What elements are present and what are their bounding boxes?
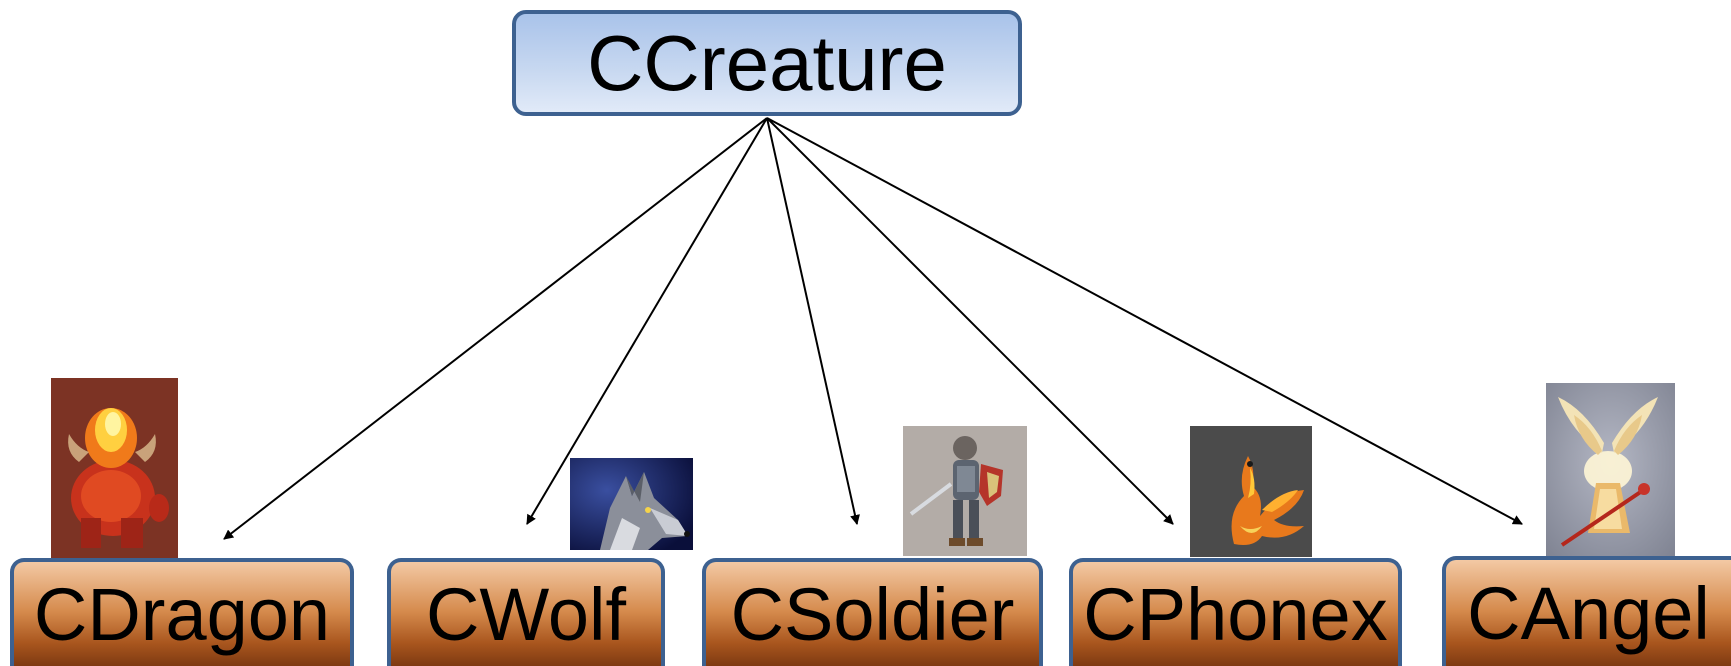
arrow-to-cdragon <box>223 117 768 540</box>
cwolf-label: CWolf <box>425 572 627 656</box>
wolf-icon <box>570 458 693 550</box>
armored-soldier-icon <box>903 426 1027 556</box>
arrow-to-cphonex <box>766 117 1174 525</box>
ccreature-node: CCreature <box>512 10 1022 116</box>
phoenix-icon <box>1190 426 1312 557</box>
ccreature-label: CCreature <box>587 18 947 107</box>
arrow-to-cwolf <box>526 117 768 525</box>
cangel-label: CAngel <box>1467 571 1710 655</box>
cdragon-node: CDragon <box>10 558 354 666</box>
cangel-node: CAngel <box>1442 556 1731 666</box>
cphonex-node: CPhonex <box>1069 558 1402 666</box>
csoldier-label: CSoldier <box>730 572 1015 656</box>
cphonex-label: CPhonex <box>1083 572 1388 656</box>
cdragon-label: CDragon <box>33 572 331 656</box>
arrow-to-cangel <box>766 117 1523 525</box>
arrow-to-csoldier <box>766 117 860 525</box>
fire-demon-icon <box>51 378 178 558</box>
csoldier-node: CSoldier <box>702 558 1043 666</box>
winged-angel-icon <box>1546 383 1675 558</box>
cwolf-node: CWolf <box>387 558 665 666</box>
